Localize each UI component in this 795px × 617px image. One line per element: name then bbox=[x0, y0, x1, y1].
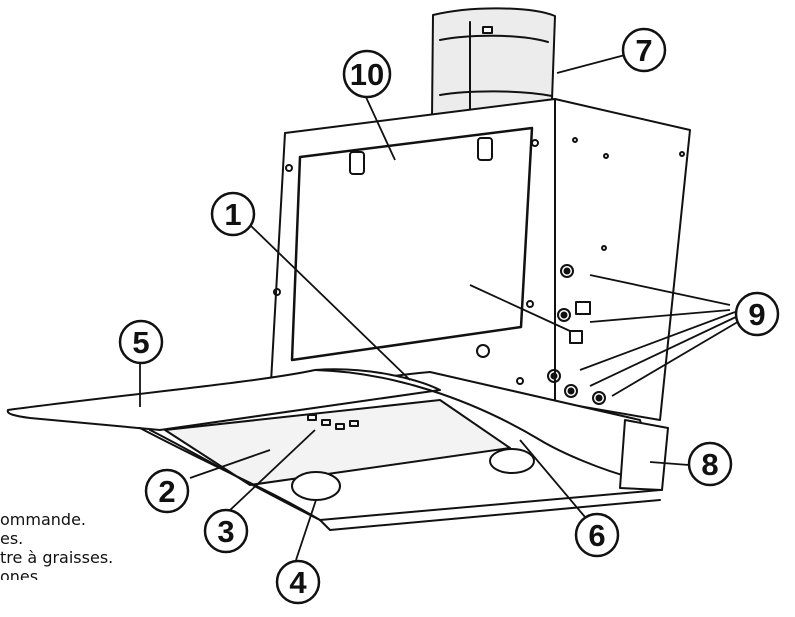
callout-10-label: 10 bbox=[350, 57, 384, 92]
side-profile bbox=[314, 369, 641, 481]
connector-ports bbox=[547, 264, 606, 405]
callout-4-label: 4 bbox=[289, 565, 307, 600]
callout-9: 9 bbox=[734, 291, 780, 337]
callout-1: 1 bbox=[210, 191, 256, 237]
chimney-duct bbox=[431, 7, 556, 119]
callout-6-label: 6 bbox=[588, 518, 605, 553]
legend-item: ommande. bbox=[0, 510, 86, 529]
callout-10: 10 bbox=[342, 49, 392, 99]
callout-3: 3 bbox=[203, 508, 249, 554]
callout-2-label: 2 bbox=[158, 474, 175, 509]
callout-5: 5 bbox=[118, 319, 164, 365]
callout-9-label: 9 bbox=[748, 297, 765, 332]
callout-8: 8 bbox=[687, 441, 733, 487]
callout-1-label: 1 bbox=[224, 197, 241, 232]
callout-8-label: 8 bbox=[701, 447, 718, 482]
callouts: 1 2 3 4 5 6 7 bbox=[118, 27, 780, 605]
callout-2: 2 bbox=[144, 468, 190, 514]
back-panel bbox=[269, 98, 691, 421]
callout-7-label: 7 bbox=[635, 33, 652, 68]
legend-item: ones bbox=[0, 567, 39, 580]
legend-list: ommande. es. tre à graisses. ones bbox=[0, 510, 113, 580]
glass-canopy bbox=[6, 368, 441, 521]
callout-6: 6 bbox=[574, 512, 620, 558]
callout-3-label: 3 bbox=[217, 514, 234, 549]
callout-4: 4 bbox=[275, 559, 321, 605]
callout-5-label: 5 bbox=[132, 325, 149, 360]
end-cap bbox=[619, 419, 669, 491]
legend-item: es. bbox=[0, 529, 24, 548]
legend-item: tre à graisses. bbox=[0, 548, 114, 567]
callout-7: 7 bbox=[621, 27, 667, 73]
leader-lines bbox=[139, 54, 742, 561]
